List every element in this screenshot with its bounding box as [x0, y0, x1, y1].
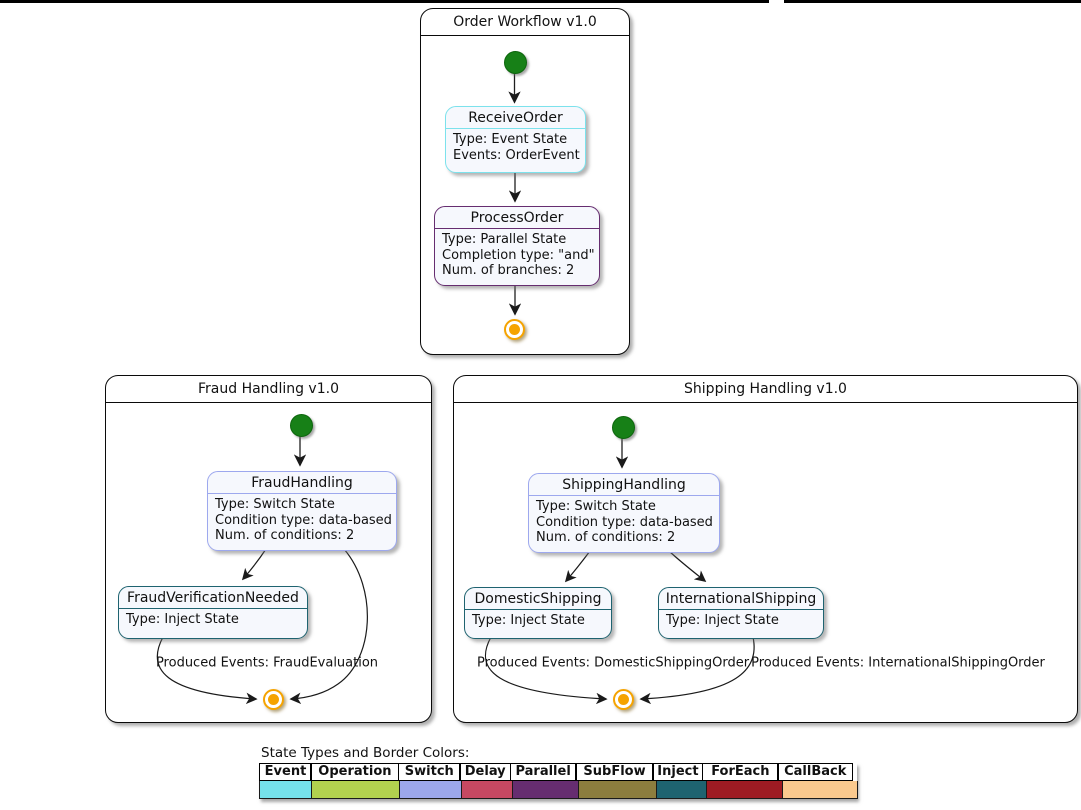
- state-fraudverificationneeded: FraudVerificationNeeded Type: Inject Sta…: [118, 586, 308, 639]
- state-title: FraudVerificationNeeded: [119, 587, 307, 609]
- legend-swatch-delay: [461, 781, 513, 799]
- state-title: DomesticShipping: [465, 588, 611, 610]
- legend-swatch-callback: [782, 781, 858, 799]
- legend-swatch-parallel: [512, 781, 579, 799]
- workflow-shipping-title: Shipping Handling v1.0: [454, 376, 1077, 403]
- state-internationalshipping: InternationalShipping Type: Inject State: [658, 587, 824, 639]
- legend-header-subflow: SubFlow: [575, 763, 655, 781]
- state-fraudhandling: FraudHandling Type: Switch State Conditi…: [207, 471, 397, 551]
- initial-state-icon: [504, 51, 527, 74]
- workflow-shipping: Shipping Handling v1.0 ShippingHandling …: [453, 375, 1078, 723]
- legend-swatch-row: [259, 781, 858, 799]
- workflow-order: Order Workflow v1.0 ReceiveOrder Type: E…: [420, 8, 630, 355]
- state-domesticshipping: DomesticShipping Type: Inject State: [464, 587, 612, 639]
- top-border-line-right: [784, 0, 1081, 3]
- edge-label-fraudevaluation: Produced Events: FraudEvaluation: [155, 655, 379, 671]
- edge-fraudhandling-to-final: [289, 548, 368, 705]
- state-body: Type: Inject State: [472, 613, 585, 628]
- state-title: InternationalShipping: [659, 588, 823, 610]
- final-state-icon: [613, 689, 634, 710]
- state-title: ProcessOrder: [435, 207, 599, 229]
- state-body: Type: Switch State Condition type: data-…: [215, 497, 392, 543]
- edge-fraudhandling-to-fvn: [241, 548, 267, 581]
- legend-header-delay: Delay: [459, 763, 512, 781]
- workflow-fraud-title: Fraud Handling v1.0: [106, 376, 431, 403]
- legend-header-foreach: ForEach: [701, 763, 779, 781]
- workflow-shipping-edges: [484, 437, 755, 705]
- state-title: FraudHandling: [208, 472, 396, 494]
- legend-header-event: Event: [259, 763, 312, 781]
- legend-header-inject: Inject: [652, 763, 704, 781]
- state-title: ShippingHandling: [529, 474, 719, 496]
- state-body: Type: Inject State: [126, 612, 239, 627]
- workflow-fraud-edges: [156, 435, 368, 705]
- legend-header-switch: Switch: [397, 763, 461, 781]
- state-body: Type: Parallel State Completion type: "a…: [442, 232, 595, 278]
- state-body: Type: Inject State: [666, 613, 779, 628]
- legend-caption: State Types and Border Colors:: [261, 745, 470, 761]
- state-title: ReceiveOrder: [446, 107, 585, 129]
- state-shippinghandling: ShippingHandling Type: Switch State Cond…: [528, 473, 720, 553]
- legend-swatch-event: [259, 781, 312, 799]
- state-processorder: ProcessOrder Type: Parallel State Comple…: [434, 206, 600, 286]
- final-state-icon: [263, 689, 284, 710]
- edge-fvn-to-final: [156, 636, 258, 705]
- legend-header-row: Event Operation Switch Delay Parallel Su…: [259, 763, 857, 781]
- edge-label-domesticshippingorder: Produced Events: DomesticShippingOrder: [476, 655, 750, 671]
- workflow-fraud: Fraud Handling v1.0 FraudHandling Type: …: [105, 375, 432, 723]
- legend-header-callback: CallBack: [777, 763, 854, 781]
- edge-sh-to-domestic: [564, 550, 591, 583]
- state-body: Type: Switch State Condition type: data-…: [536, 499, 713, 545]
- legend-table: Event Operation Switch Delay Parallel Su…: [259, 763, 858, 799]
- legend-header-parallel: Parallel: [509, 763, 577, 781]
- legend-swatch-switch: [399, 781, 462, 799]
- legend-swatch-foreach: [706, 781, 783, 799]
- state-body: Type: Event State Events: OrderEvent: [453, 132, 580, 163]
- top-border-line-left: [0, 0, 769, 3]
- edge-label-internationalshippingorder: Produced Events: InternationalShippingOr…: [751, 655, 1045, 671]
- workflow-order-title: Order Workflow v1.0: [421, 9, 629, 36]
- legend-swatch-subflow: [578, 781, 657, 799]
- legend-swatch-inject: [656, 781, 707, 799]
- legend-swatch-operation: [311, 781, 400, 799]
- workflow-order-edges: [508, 72, 522, 316]
- edge-international-to-final: [639, 636, 755, 705]
- initial-state-icon: [290, 414, 313, 437]
- initial-state-icon: [612, 416, 635, 439]
- edge-domestic-to-final: [484, 636, 608, 705]
- final-state-icon: [504, 319, 525, 340]
- edge-sh-to-international: [668, 550, 707, 582]
- legend-header-operation: Operation: [310, 763, 400, 781]
- state-receiveorder: ReceiveOrder Type: Event State Events: O…: [445, 106, 586, 173]
